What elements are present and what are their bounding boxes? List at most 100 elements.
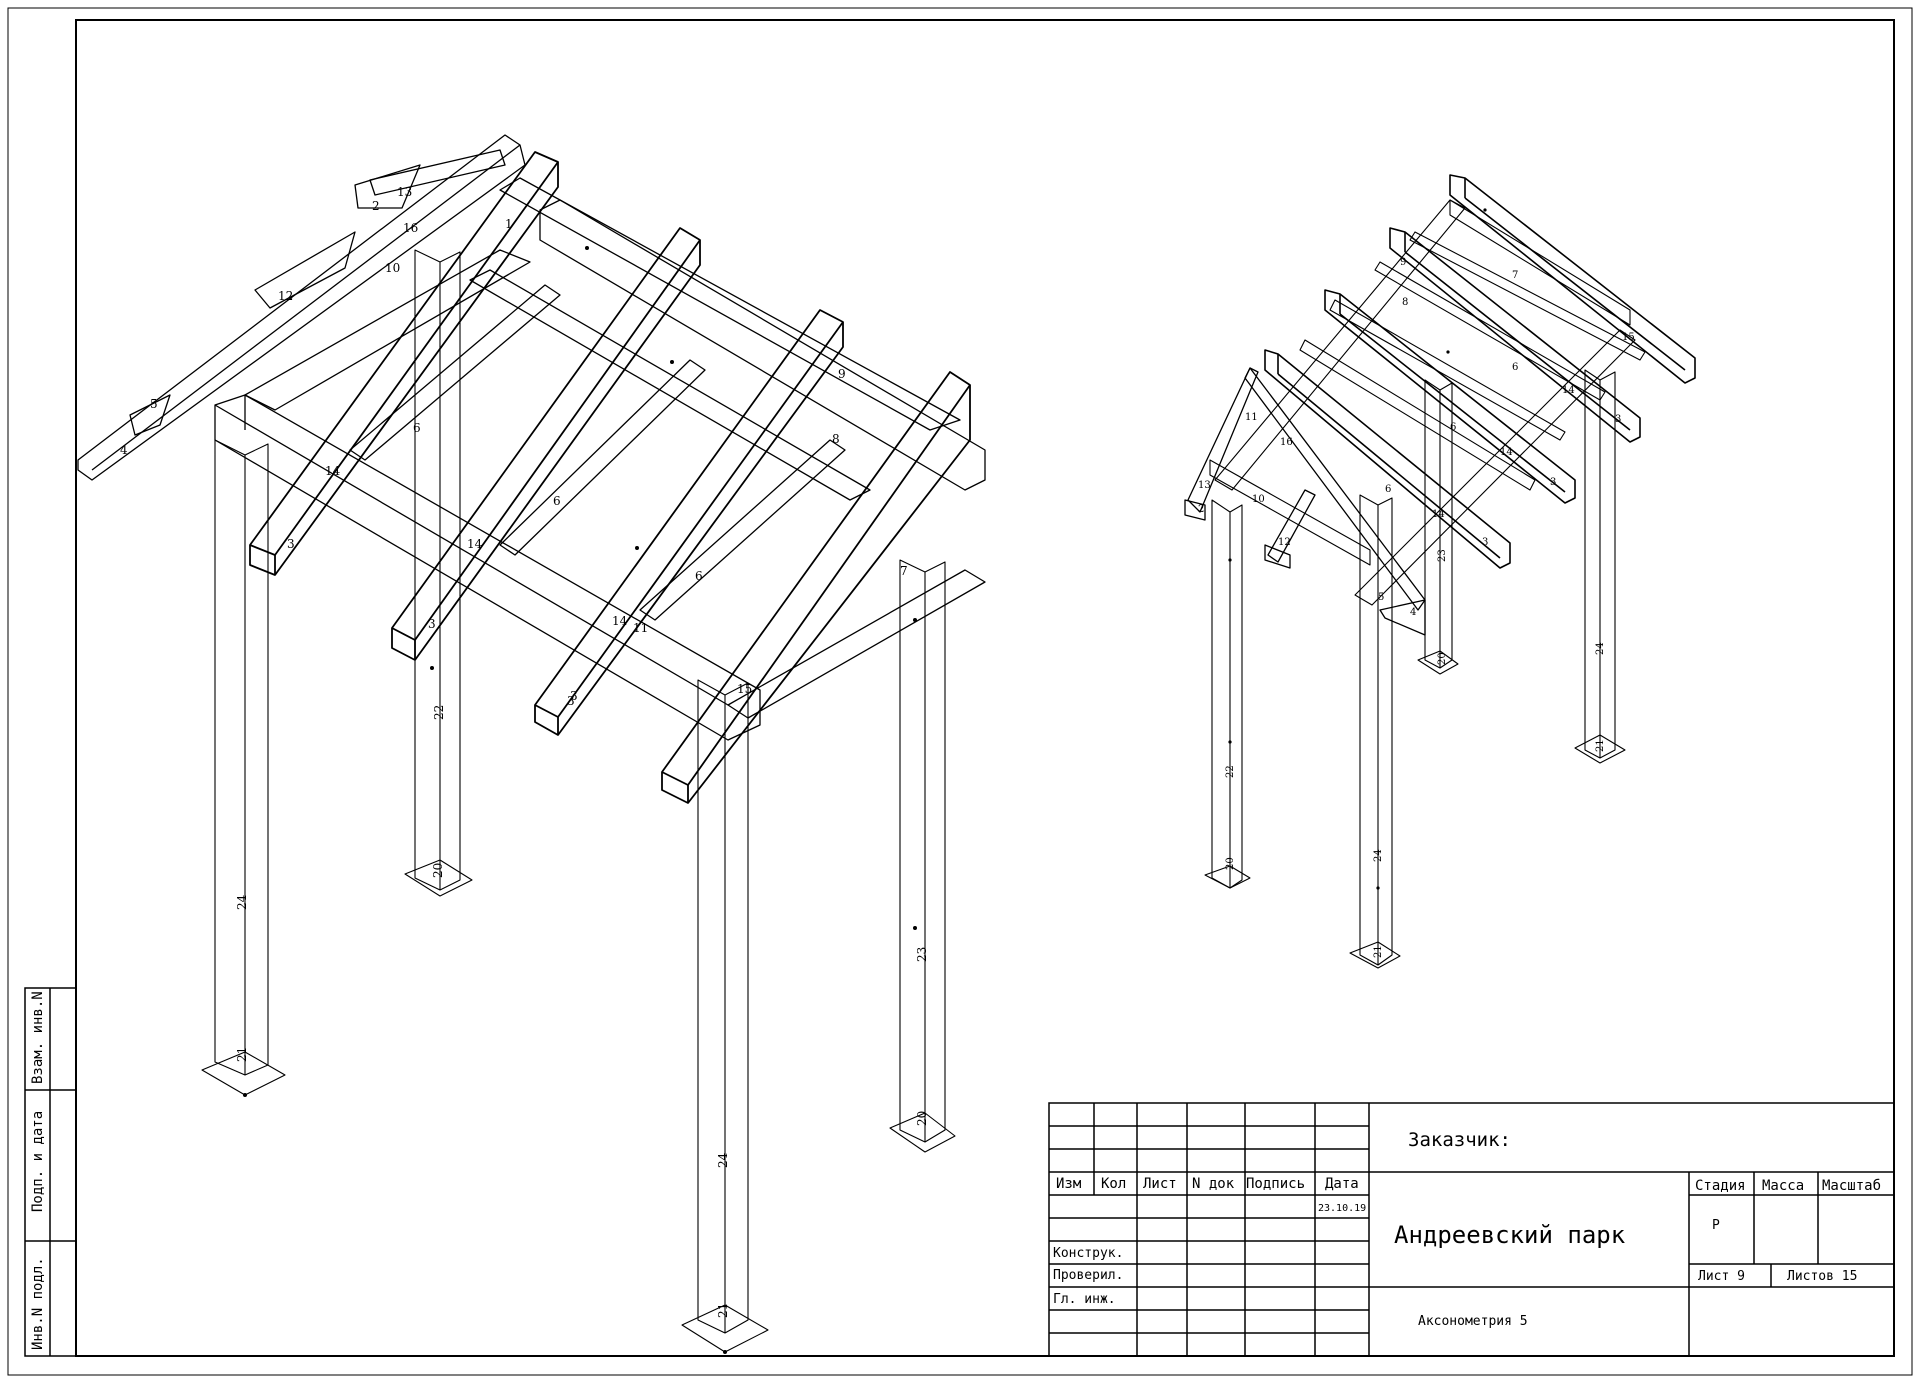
part-label: 12 (1278, 537, 1291, 548)
stage-value: Р (1712, 1218, 1720, 1233)
sheet-outer-border (7, 7, 1913, 1376)
part-label: 3 (1615, 414, 1621, 425)
stamp-podp-data: Подп. и дата (30, 1111, 46, 1212)
date-value: 23.10.19 (1318, 1203, 1366, 1214)
part-label: 21 (1373, 945, 1384, 958)
part-label: 14 (1562, 385, 1575, 396)
part-label: 6 (413, 421, 421, 435)
part-label: 6 (1385, 484, 1391, 495)
part-label: 23 (915, 947, 929, 962)
part-label: 10 (1252, 494, 1265, 505)
part-label: 24 (235, 894, 249, 910)
part-label: 14 (1432, 509, 1445, 520)
part-label: 14 (467, 537, 483, 551)
part-label: 14 (612, 614, 628, 628)
right-bolt-marks (1228, 208, 1487, 890)
role-konstruk: Конструк. (1053, 1246, 1123, 1261)
sheet-title: Аксонометрия 5 (1418, 1314, 1528, 1329)
title-block (1048, 1102, 1895, 1357)
part-label: 3 (570, 689, 578, 703)
stamp-vzam-inv: Взам. инв.N (30, 991, 46, 1084)
part-label: 24 (1595, 642, 1606, 655)
project-name: Андреевский парк (1394, 1221, 1626, 1249)
right-axonometric-view (1184, 174, 1696, 969)
side-stamp (24, 987, 77, 1357)
header-massa: Масса (1762, 1178, 1804, 1194)
part-label: 3 (1550, 477, 1556, 488)
part-label: 4 (1410, 607, 1416, 618)
part-label: 20 (1225, 857, 1236, 870)
part-label: 7 (1512, 270, 1518, 281)
left-bolt-marks (243, 246, 917, 1354)
part-label: 6 (1450, 422, 1456, 433)
right-part-labels: 9 7 8 6 15 14 3 6 14 3 6 14 3 11 16 13 2… (1198, 257, 1635, 958)
left-posts (201, 249, 956, 1353)
part-label: 2 (1198, 504, 1204, 515)
side-stamp-labels: Взам. инв.N Подп. и дата Инв.N подл. (30, 991, 46, 1350)
part-label: 11 (633, 621, 648, 635)
part-label: 3 (428, 617, 436, 631)
left-gable-truss (77, 134, 526, 481)
part-label: 16 (1280, 437, 1293, 448)
part-label: 15 (1622, 332, 1635, 343)
part-label: 9 (1400, 257, 1406, 268)
header-kol: Кол (1101, 1176, 1126, 1192)
right-gable-truss (1184, 367, 1426, 636)
part-label: 7 (900, 564, 908, 578)
header-podpis: Подпись (1246, 1176, 1305, 1192)
part-label: 21 (716, 1303, 730, 1318)
part-label: 21 (1595, 739, 1606, 752)
part-label: 6 (553, 494, 561, 508)
part-label: 1 (505, 217, 513, 231)
part-label: 8 (1402, 297, 1408, 308)
header-masshtab: Масштаб (1822, 1178, 1881, 1194)
part-label: 24 (716, 1152, 730, 1168)
part-label: 13 (397, 185, 412, 199)
role-gl-inzh: Гл. инж. (1053, 1292, 1116, 1307)
part-label: 11 (1245, 412, 1258, 423)
part-label: 3 (287, 537, 295, 551)
part-label: 22 (432, 705, 446, 720)
part-label: 24 (1373, 849, 1384, 862)
part-label: 20 (915, 1111, 929, 1126)
sheet-inner-frame (75, 19, 1895, 1357)
part-label: 6 (695, 569, 703, 583)
header-stadiya: Стадия (1695, 1178, 1746, 1194)
part-label: 13 (1198, 480, 1211, 491)
left-axonometric-view (77, 134, 986, 1354)
header-list: Лист (1143, 1176, 1177, 1192)
part-label: 10 (385, 261, 400, 275)
right-posts (1204, 369, 1626, 969)
part-label: 8 (832, 432, 840, 446)
part-label: 12 (278, 289, 293, 303)
part-label: 14 (325, 464, 341, 478)
header-n-dok: N док (1192, 1176, 1235, 1192)
part-label: 20 (1437, 652, 1448, 665)
part-label: 22 (1225, 765, 1236, 778)
part-label: 5 (1378, 592, 1384, 603)
customer-label: Заказчик: (1408, 1129, 1511, 1151)
left-part-labels: 2 13 16 12 10 5 4 1 14 3 6 14 3 6 14 3 1… (120, 185, 929, 1318)
part-label: 9 (838, 367, 846, 381)
part-label: 16 (403, 221, 418, 235)
right-rafters (1264, 174, 1696, 569)
sheets-total: Листов 15 (1787, 1269, 1857, 1284)
part-label: 14 (1500, 447, 1513, 458)
part-label: 3 (567, 694, 575, 708)
part-label: 3 (1482, 537, 1488, 548)
header-data: Дата (1325, 1176, 1359, 1192)
part-label: 21 (235, 1047, 249, 1062)
role-proveril: Проверил. (1053, 1268, 1123, 1283)
title-block-text: Изм Кол Лист N док Подпись Дата 23.10.19… (1053, 1129, 1881, 1329)
part-label: 4 (120, 443, 128, 457)
part-label: 5 (150, 397, 158, 411)
part-label: 15 (737, 682, 752, 696)
part-label: 6 (1512, 362, 1518, 373)
left-beams (214, 177, 986, 741)
part-label: 23 (1437, 549, 1448, 562)
stamp-inv-podl: Инв.N подл. (30, 1257, 46, 1350)
part-label: 2 (372, 199, 380, 213)
sheet-number: Лист 9 (1698, 1269, 1745, 1284)
header-izm: Изм (1056, 1176, 1082, 1192)
